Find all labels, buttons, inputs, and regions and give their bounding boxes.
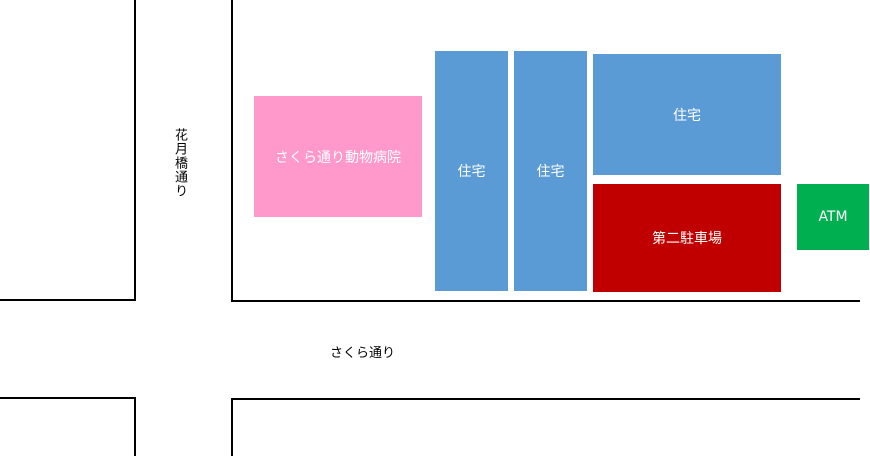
building-parking-lot: 第二駐車場 — [593, 184, 781, 292]
building-house-3: 住宅 — [593, 54, 781, 175]
building-vet-clinic: さくら通り動物病院 — [254, 96, 422, 217]
building-house-2-label: 住宅 — [536, 164, 565, 180]
building-house-2: 住宅 — [514, 51, 587, 291]
building-house-1: 住宅 — [435, 51, 508, 291]
road-edge-left-bottom-vertical — [134, 397, 136, 456]
building-house-3-label: 住宅 — [673, 107, 701, 124]
road-label-sakura: さくら通り — [330, 346, 396, 361]
road-edge-left-top-vertical — [134, 0, 136, 301]
building-vet-clinic-label: さくら通り動物病院 — [275, 149, 401, 166]
building-house-1-label: 住宅 — [457, 164, 486, 180]
road-edge-left-bottom-horizontal — [0, 397, 136, 399]
building-atm-label: ATM — [818, 209, 848, 225]
building-atm: ATM — [797, 184, 869, 250]
road-edge-bottom-right-horizontal — [231, 398, 860, 400]
building-parking-lot-label: 第二駐車場 — [652, 231, 722, 247]
road-edge-left-top-horizontal — [0, 299, 136, 301]
road-edge-main-vertical — [231, 0, 233, 302]
road-edge-bottom-right-vertical — [231, 398, 233, 456]
road-edge-main-horizontal — [231, 300, 860, 302]
road-label-kagetsubashi: 花月橋通り — [172, 128, 187, 198]
